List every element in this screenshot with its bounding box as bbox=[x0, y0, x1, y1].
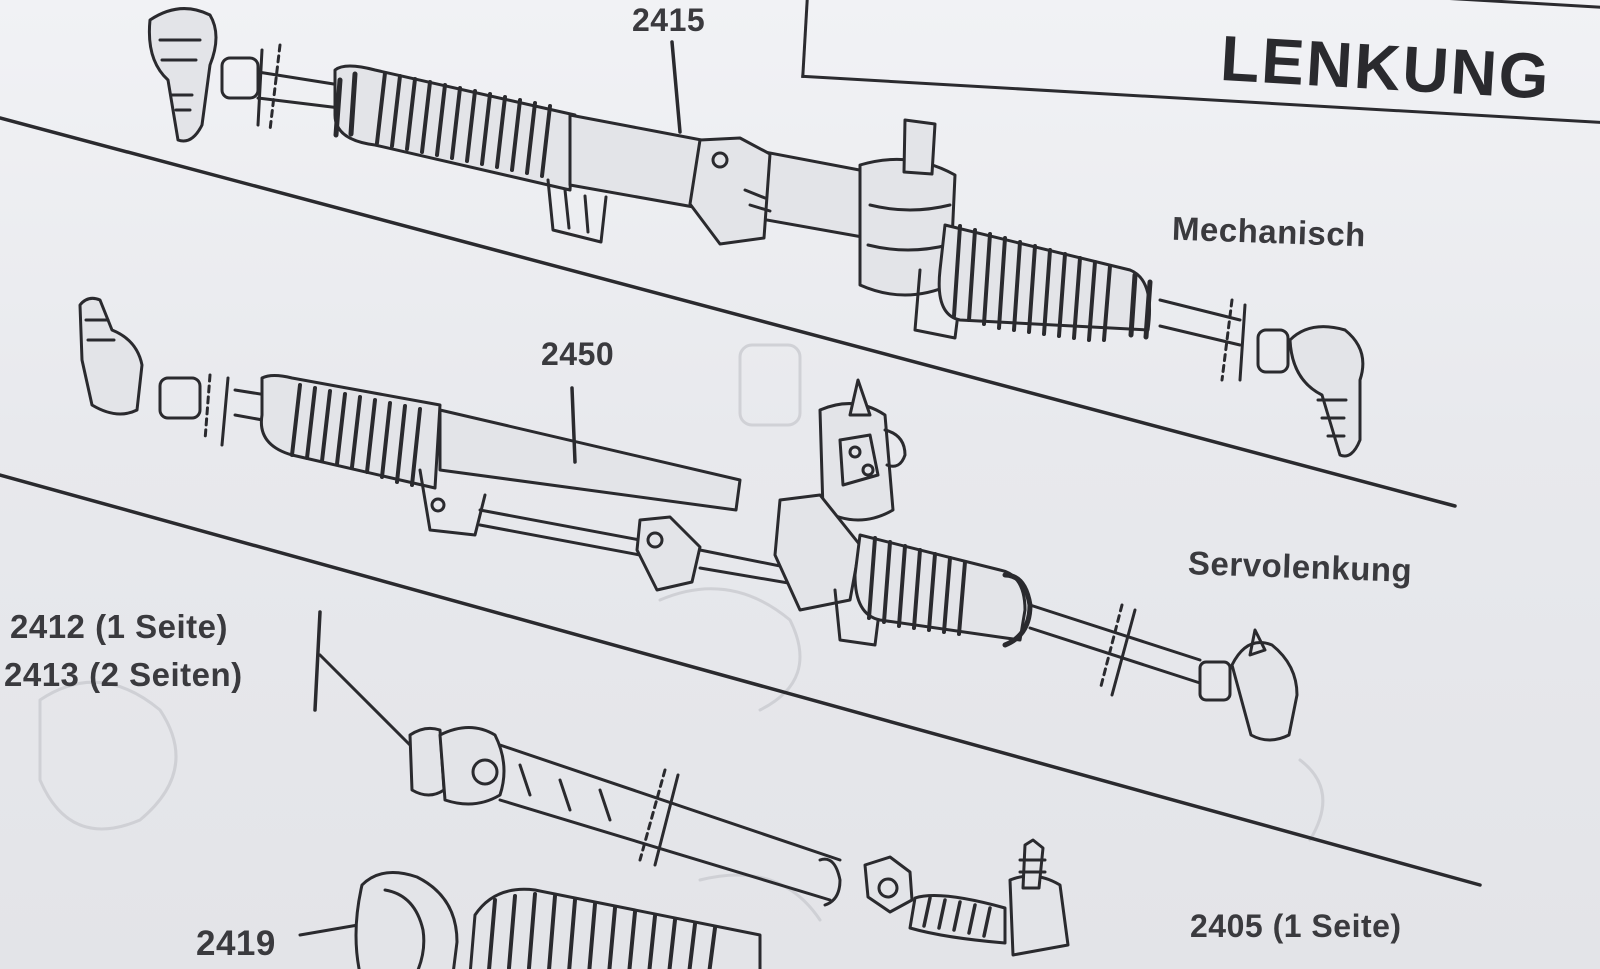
divider-line-2 bbox=[0, 473, 1482, 887]
boot-lower bbox=[298, 871, 762, 969]
page-title: LENKUNG bbox=[1218, 21, 1553, 113]
section-label-servolenkung: Servolenkung bbox=[1187, 544, 1413, 589]
part-number-2415: 2415 bbox=[632, 2, 706, 38]
part-label-2405: 2405 (1 Seite) bbox=[1190, 908, 1402, 944]
inner-tie-rod bbox=[313, 610, 842, 907]
rack-housing-servo bbox=[418, 386, 802, 592]
mechanical-steering-rack bbox=[147, 7, 1365, 458]
section-label-mechanisch: Mechanisch bbox=[1171, 209, 1367, 254]
pinion-housing bbox=[858, 118, 962, 340]
tie-rod-end-lower bbox=[908, 838, 1070, 957]
right-tie-rod-end bbox=[1158, 298, 1365, 458]
left-boot bbox=[333, 64, 577, 192]
part-label-2412: 2412 (1 Seite) bbox=[10, 608, 228, 645]
divider-line-1 bbox=[0, 116, 1457, 508]
right-boot-servo bbox=[853, 533, 1033, 648]
part-label-2419: 2419 bbox=[196, 924, 276, 963]
bleed-through-ghost bbox=[38, 343, 1325, 922]
left-tie-rod-end bbox=[147, 7, 282, 143]
part-label-2413: 2413 (2 Seiten) bbox=[4, 656, 243, 693]
power-steering-rack bbox=[78, 296, 1299, 742]
valve-body-servo bbox=[773, 378, 907, 647]
nut bbox=[863, 855, 914, 914]
left-boot-servo bbox=[259, 374, 442, 490]
right-boot bbox=[937, 223, 1153, 342]
right-tie-rod-end-servo bbox=[1028, 603, 1299, 742]
left-tie-rod-end-servo bbox=[78, 296, 230, 447]
part-number-2450: 2450 bbox=[541, 336, 615, 372]
